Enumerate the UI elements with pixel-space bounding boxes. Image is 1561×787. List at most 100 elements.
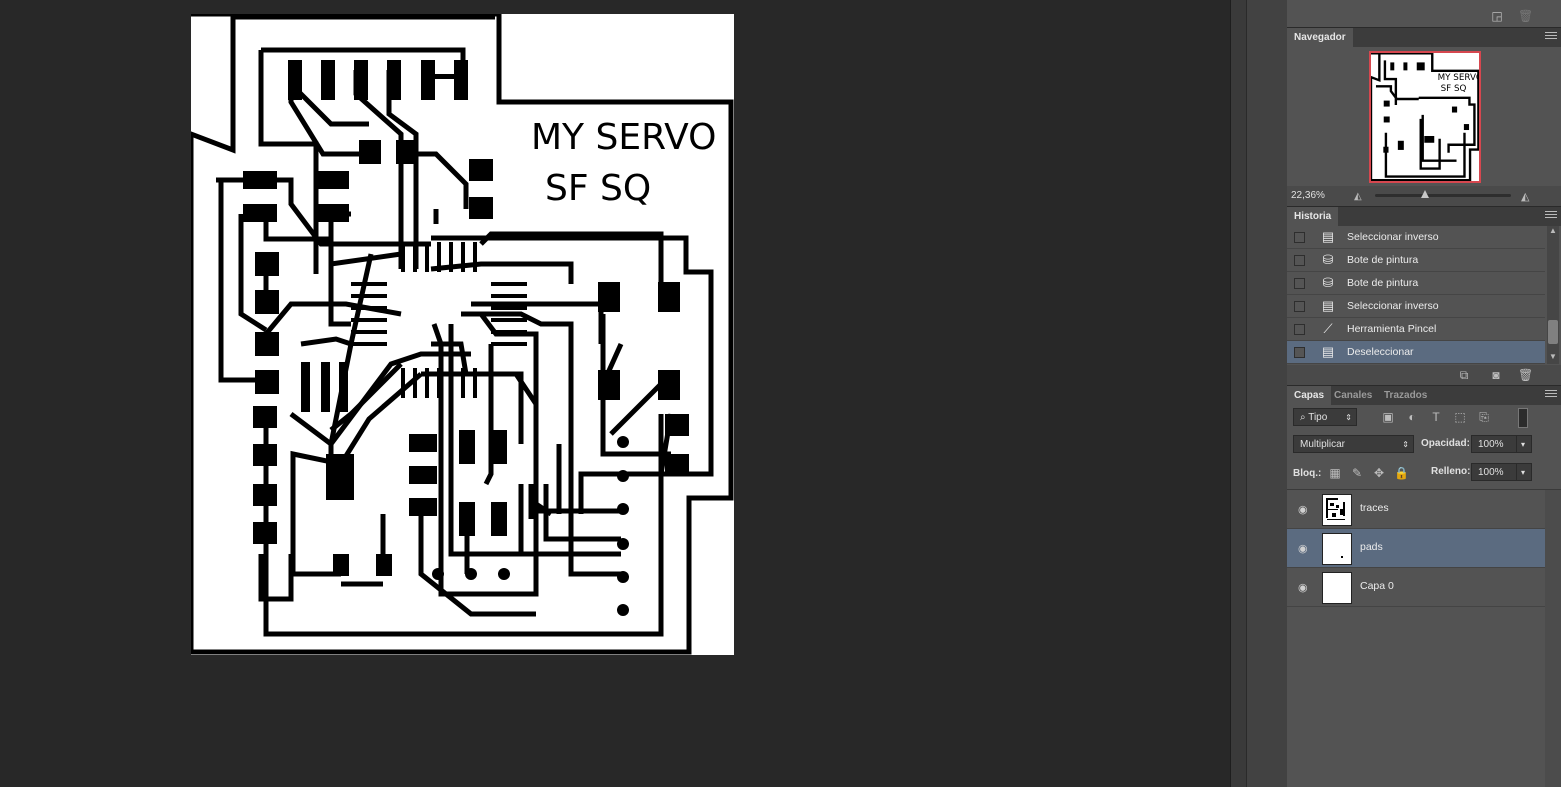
smart-object-filter-icon[interactable]: ⎘: [1479, 410, 1489, 424]
history-item[interactable]: ▤Seleccionar inverso: [1287, 226, 1545, 249]
history-item[interactable]: ⟋ Herramienta Pincel: [1287, 318, 1545, 341]
scroll-up-icon[interactable]: ▲: [1549, 226, 1557, 235]
history-panel-header: Historia: [1287, 206, 1561, 226]
eye-icon[interactable]: ◉: [1298, 543, 1308, 555]
history-snapshot-checkbox[interactable]: [1294, 347, 1305, 358]
brush-icon: ⟋: [1323, 321, 1333, 336]
layer-thumbnail: [1322, 572, 1352, 604]
fill-input[interactable]: 100%: [1471, 463, 1517, 481]
history-scroll-thumb[interactable]: [1548, 320, 1558, 344]
layer-row[interactable]: ◉ pads: [1287, 529, 1545, 568]
camera-icon[interactable]: ◙: [1492, 368, 1500, 382]
document-icon: ▤: [1321, 298, 1335, 313]
history-snapshot-checkbox[interactable]: [1294, 232, 1305, 243]
blend-mode-value: Multiplicar: [1300, 439, 1346, 450]
chevron-updown-icon: ⇕: [1345, 413, 1352, 422]
filter-toggle[interactable]: [1518, 408, 1528, 428]
trash-icon[interactable]: 🗑: [1518, 9, 1534, 23]
document-icon: ▤: [1321, 344, 1335, 359]
eye-icon[interactable]: ◉: [1298, 582, 1308, 594]
history-snapshot-checkbox[interactable]: [1294, 301, 1305, 312]
opacity-label: Opacidad:: [1421, 438, 1470, 449]
eye-icon[interactable]: ◉: [1298, 504, 1308, 516]
fill-label: Relleno:: [1431, 466, 1471, 477]
history-snapshot-checkbox[interactable]: [1294, 255, 1305, 266]
zoom-in-icon[interactable]: ◭: [1521, 191, 1530, 203]
chevron-updown-icon: ⇕: [1402, 440, 1409, 449]
panel-menu-icon[interactable]: [1545, 32, 1557, 42]
history-scrollbar[interactable]: ▲ ▼: [1547, 226, 1559, 364]
history-list: ▤Seleccionar inverso ⛁ Bote de pintura ⛁ Bot…: [1287, 226, 1561, 366]
history-item-label: Herramienta Pincel: [1347, 323, 1437, 335]
layer-row[interactable]: ◉ Capa 0: [1287, 568, 1545, 607]
history-item[interactable]: ▤ Deseleccionar: [1287, 341, 1545, 364]
history-footer: ⧉ ◙ 🗑: [1287, 365, 1561, 385]
zoom-out-icon[interactable]: ◭: [1354, 191, 1362, 202]
layer-thumbnail-dot: [1341, 556, 1343, 558]
tab-capas[interactable]: Capas: [1287, 386, 1332, 405]
layers-list: ◉ traces ◉ pads ◉ Capa 0: [1287, 490, 1561, 787]
lock-position-icon[interactable]: ✥: [1373, 466, 1385, 480]
image-filter-icon[interactable]: ▣: [1382, 410, 1394, 424]
fill-dropdown-button[interactable]: ▾: [1516, 463, 1532, 481]
layer-filter-label: Tipo: [1308, 412, 1328, 423]
layer-name: traces: [1360, 502, 1389, 514]
lock-brush-icon[interactable]: ✎: [1351, 466, 1363, 480]
layer-name: pads: [1360, 541, 1383, 553]
dock-divider[interactable]: [1230, 0, 1247, 787]
history-item[interactable]: ⛁ Bote de pintura: [1287, 272, 1545, 295]
history-item-label: Bote de pintura: [1347, 277, 1419, 289]
panel-menu-icon[interactable]: [1545, 211, 1557, 221]
layer-thumbnail: [1322, 494, 1352, 526]
lock-transparency-icon[interactable]: ▦: [1329, 466, 1341, 480]
layer-name: Capa 0: [1360, 580, 1394, 592]
layer-row[interactable]: ◉ traces: [1287, 490, 1545, 529]
panel-top-toolbar: ◲ 🗑: [1287, 0, 1561, 28]
document-workspace[interactable]: MY SERVO SF SQ: [0, 0, 1230, 787]
opacity-input[interactable]: 100%: [1471, 435, 1517, 453]
opacity-value: 100%: [1478, 439, 1504, 450]
scroll-down-icon[interactable]: ▼: [1549, 352, 1557, 361]
zoom-slider-knob[interactable]: [1421, 190, 1430, 198]
layer-thumbnail: [1322, 533, 1352, 565]
collapsed-panel-dock[interactable]: [1246, 0, 1288, 787]
new-item-icon[interactable]: ◲: [1491, 9, 1503, 23]
history-snapshot-checkbox[interactable]: [1294, 278, 1305, 289]
history-snapshot-checkbox[interactable]: [1294, 324, 1305, 335]
tab-trazados[interactable]: Trazados: [1384, 390, 1428, 401]
navigator-zoom-bar: 22,36% ◭ ◭: [1287, 186, 1561, 206]
zoom-level[interactable]: 22,36%: [1291, 190, 1325, 201]
navigator-preview[interactable]: MY SERVO SF SQ: [1369, 51, 1483, 183]
zoom-slider[interactable]: [1375, 190, 1511, 198]
document-icon: ▤: [1321, 229, 1335, 244]
layers-scrollbar[interactable]: [1545, 490, 1561, 787]
blend-mode-select[interactable]: Multiplicar ⇕: [1293, 435, 1414, 453]
navigator-panel: MY SERVO SF SQ: [1287, 47, 1561, 187]
type-filter-icon[interactable]: T: [1432, 410, 1440, 424]
layer-filter-select[interactable]: ⌕ Tipo ⇕: [1293, 408, 1357, 426]
tab-historia[interactable]: Historia: [1287, 207, 1339, 226]
adjustment-filter-icon[interactable]: ◐: [1408, 410, 1416, 424]
history-item-label: Bote de pintura: [1347, 254, 1419, 266]
paint-bucket-icon: ⛁: [1322, 275, 1334, 290]
paint-bucket-icon: ⛁: [1322, 252, 1334, 267]
lock-all-icon[interactable]: 🔒: [1394, 466, 1409, 480]
panel-menu-icon[interactable]: [1545, 390, 1557, 400]
history-item[interactable]: ▤Seleccionar inverso: [1287, 295, 1545, 318]
tab-navegador[interactable]: Navegador: [1287, 28, 1353, 47]
history-item-label: Deseleccionar: [1347, 346, 1414, 358]
pcb-artwork: MY SERVO SF SQ: [191, 14, 734, 655]
history-item[interactable]: ⛁ Bote de pintura: [1287, 249, 1545, 272]
panels-column: ◲ 🗑 Navegador MY SERVO SF SQ: [1287, 0, 1561, 787]
fill-value: 100%: [1478, 467, 1504, 478]
shape-filter-icon[interactable]: ⬚: [1454, 410, 1466, 424]
board-text-line1: MY SERVO: [531, 117, 716, 158]
board-text-line2: SF SQ: [545, 168, 651, 209]
trash-icon[interactable]: 🗑: [1518, 368, 1534, 382]
new-document-from-state-icon[interactable]: ⧉: [1459, 368, 1469, 382]
tab-canales[interactable]: Canales: [1334, 390, 1373, 401]
pcb-document-canvas[interactable]: MY SERVO SF SQ: [191, 14, 734, 655]
navigator-preview-art: MY SERVO SF SQ: [1369, 52, 1483, 182]
opacity-dropdown-button[interactable]: ▾: [1516, 435, 1532, 453]
